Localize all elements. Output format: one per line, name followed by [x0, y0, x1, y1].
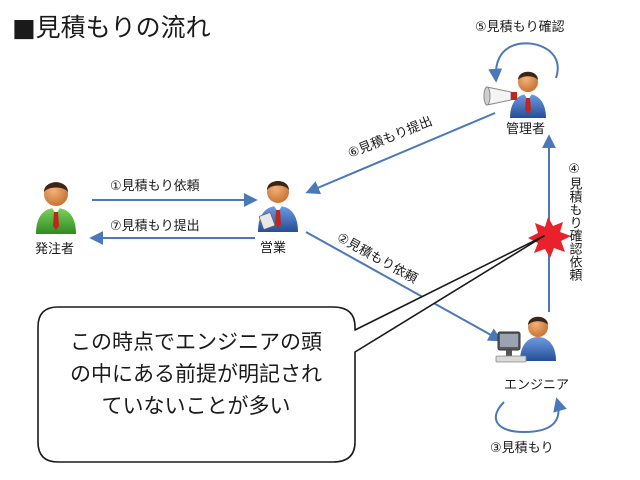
step-5-label: ⑤見積もり確認	[475, 19, 565, 35]
callout-line-2: の中にある前提が明記され	[70, 362, 322, 386]
engineer-label: エンジニア	[504, 378, 569, 393]
step-1-label: ①見積もり依頼	[110, 179, 200, 194]
arrow-manager-to-sales	[305, 112, 496, 195]
callout-line-3: ていないことが多い	[102, 394, 291, 418]
page-title: ■見積もりの流れ	[12, 13, 211, 42]
engineer-person-icon	[520, 316, 556, 361]
sales-label: 営業	[260, 240, 286, 256]
step-7-label: ⑦見積もり提出	[110, 218, 200, 234]
sales-person-icon	[258, 181, 298, 232]
computer-icon	[495, 331, 527, 363]
step-2-label: ②見積もり依頼	[334, 230, 420, 287]
loop-arrow-manager	[488, 42, 559, 83]
burst-icon	[528, 217, 571, 258]
client-person-icon	[36, 182, 76, 234]
arrow-sales-to-engineer	[305, 231, 503, 342]
manager-person-icon	[510, 71, 546, 118]
loop-arrow-engineer	[494, 397, 567, 434]
callout-line-1: この時点でエンジニアの頭	[70, 330, 322, 354]
step-6-label: ⑥見積もり提出	[346, 113, 435, 161]
step-4-label: ④見積もり確認依頼	[567, 162, 583, 281]
client-label: 発注者	[35, 242, 74, 257]
manager-label: 管理者	[506, 122, 545, 137]
megaphone-icon	[483, 86, 517, 106]
step-3-label: ③見積もり	[490, 441, 554, 456]
arrows	[89, 42, 567, 434]
callout-bubble	[37, 235, 545, 463]
